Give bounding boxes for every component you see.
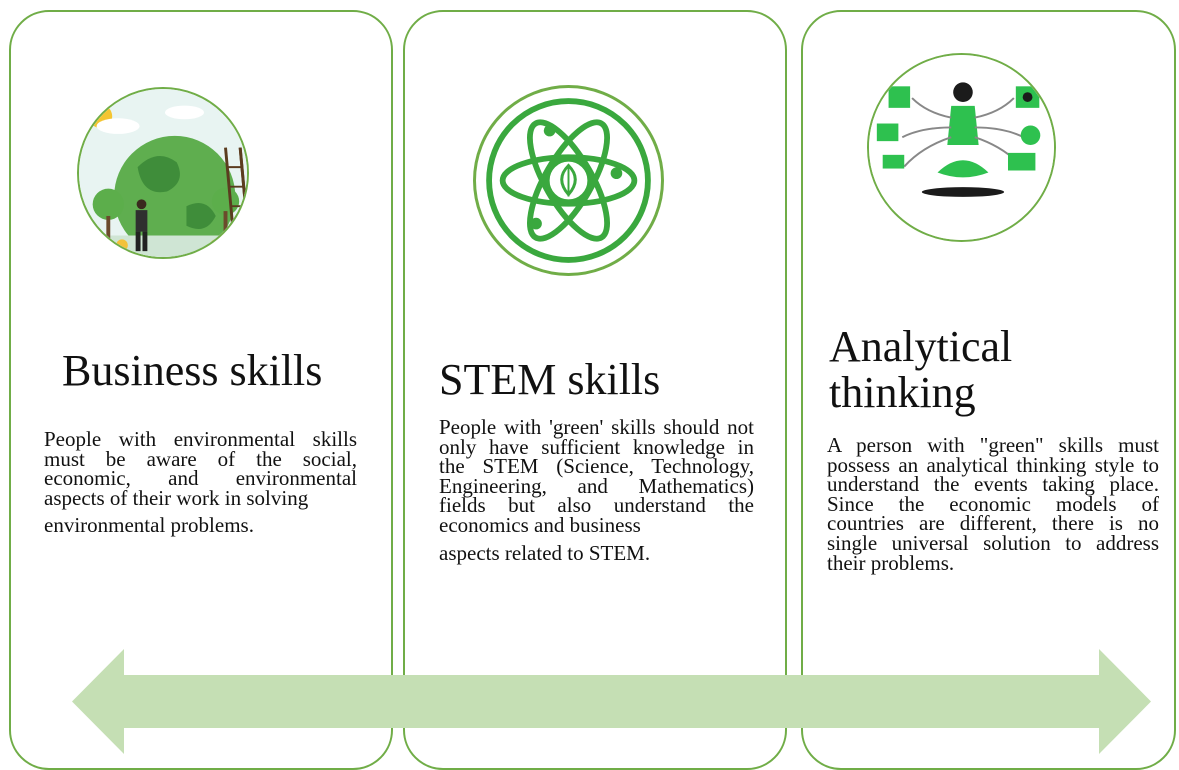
- card-description-text: A person with "green" skills must posses…: [827, 433, 1159, 575]
- atom-leaf-icon: [473, 85, 664, 276]
- card-description-tail: environmental problems.: [44, 513, 254, 538]
- card-stem-skills: STEM skills People with 'green' skills s…: [403, 10, 787, 770]
- card-analytical-thinking: Analytical thinking A person with "green…: [801, 10, 1176, 770]
- globe-people-icon: [77, 87, 249, 259]
- card-description: A person with "green" skills must posses…: [827, 433, 1159, 575]
- card-description: People with environmental skills must be…: [44, 427, 357, 538]
- multitasking-person-icon: [867, 53, 1056, 242]
- card-description-tail: aspects related to STEM.: [439, 540, 651, 565]
- card-title: STEM skills: [439, 355, 661, 404]
- double-arrow-icon: [72, 649, 1151, 754]
- card-description-text: People with environmental skills must be…: [44, 427, 357, 510]
- card-description: People with 'green' skills should not on…: [439, 415, 754, 565]
- card-description-text: People with 'green' skills should not on…: [439, 415, 754, 537]
- card-business-skills: Business skills People with environmenta…: [9, 10, 393, 770]
- arrow-shape: [72, 649, 1151, 754]
- card-title: Business skills: [62, 346, 323, 395]
- card-title: Analytical thinking: [829, 324, 1012, 416]
- card-title-line: Analytical: [829, 322, 1013, 371]
- card-title-line: thinking: [829, 368, 976, 417]
